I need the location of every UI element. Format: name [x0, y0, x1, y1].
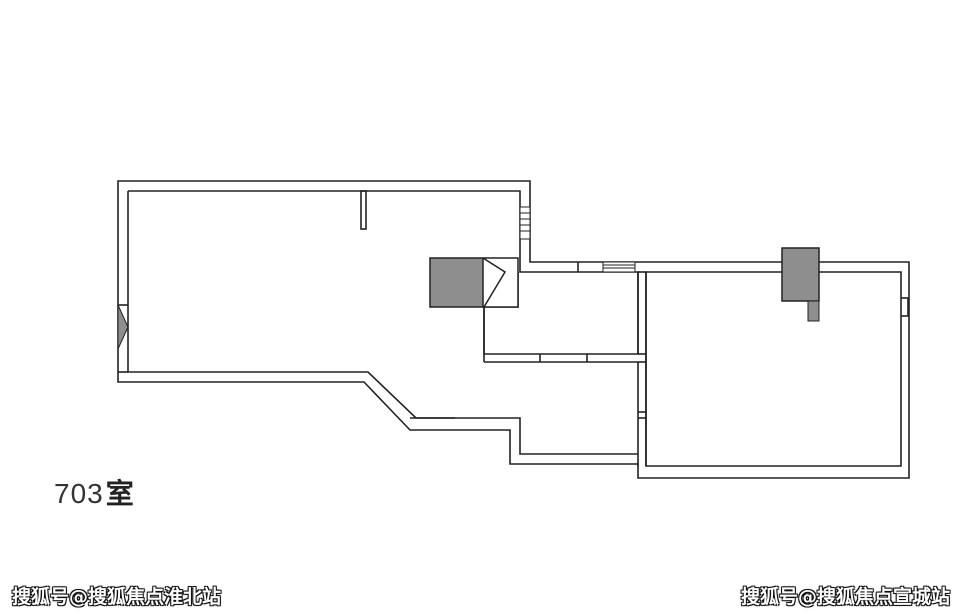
- room-unit: 室: [105, 478, 135, 509]
- wall-wedge: [117, 304, 129, 350]
- outer-wall-left: [117, 180, 910, 479]
- window-upper: [519, 206, 531, 240]
- shaft-diagonal: [482, 257, 519, 308]
- window-corridor: [602, 261, 636, 273]
- room-number-label: 703室: [54, 472, 135, 512]
- room-number: 703: [54, 478, 104, 509]
- shaft-left: [429, 257, 484, 308]
- inner-wall-right: [645, 271, 902, 467]
- stub-wall: [360, 190, 367, 230]
- column-right: [781, 247, 820, 302]
- watermark-right: 搜狐号@搜狐焦点宣城站: [740, 586, 950, 608]
- inner-wall-left-lower: [127, 191, 638, 455]
- column-right-stub: [807, 300, 820, 322]
- inner-wall-left: [128, 190, 639, 355]
- watermark-left: 搜狐号@搜狐焦点淮北站: [12, 586, 222, 608]
